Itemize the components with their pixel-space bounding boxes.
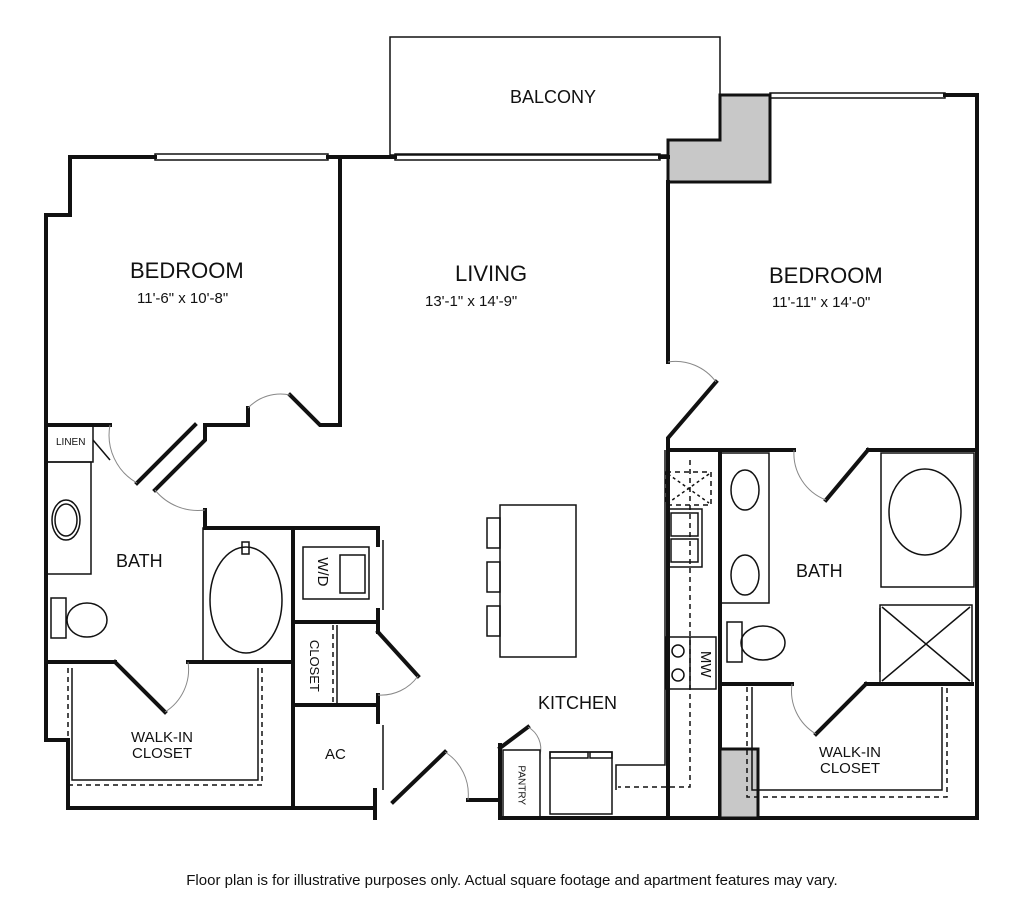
disclaimer-text: Floor plan is for illustrative purposes …	[186, 872, 838, 889]
living-label: LIVING	[455, 261, 528, 286]
right-bath-fixtures	[720, 452, 975, 798]
walls	[44, 93, 979, 820]
structural-column	[666, 93, 772, 184]
door-swings	[108, 360, 827, 801]
balcony-label: BALCONY	[510, 87, 597, 107]
closet-label: CLOSET	[306, 639, 322, 692]
kitchen-island	[499, 504, 577, 658]
living-dimensions: 13'-1" x 14'-9"	[425, 293, 518, 310]
kitchen-label: KITCHEN	[538, 693, 618, 713]
bedroom-right-dimensions: 11'-11" x 14'-0"	[772, 294, 871, 311]
pantry-label: PANTRY	[515, 765, 527, 806]
bath-left-label: BATH	[116, 551, 163, 571]
windows	[154, 92, 946, 161]
ac-label: AC	[325, 746, 346, 763]
left-bath-fixtures	[45, 424, 384, 790]
kitchen-fixtures	[486, 450, 717, 819]
bath-right-label: BATH	[796, 561, 843, 581]
bedroom-left-dimensions: 11'-6" x 10'-8"	[137, 290, 229, 307]
bedroom-left-label: BEDROOM	[130, 258, 244, 283]
linen-label: LINEN	[56, 437, 86, 448]
mw-label: MW	[696, 650, 714, 678]
wd-label: W/D	[313, 557, 331, 587]
bedroom-right-label: BEDROOM	[769, 263, 883, 288]
